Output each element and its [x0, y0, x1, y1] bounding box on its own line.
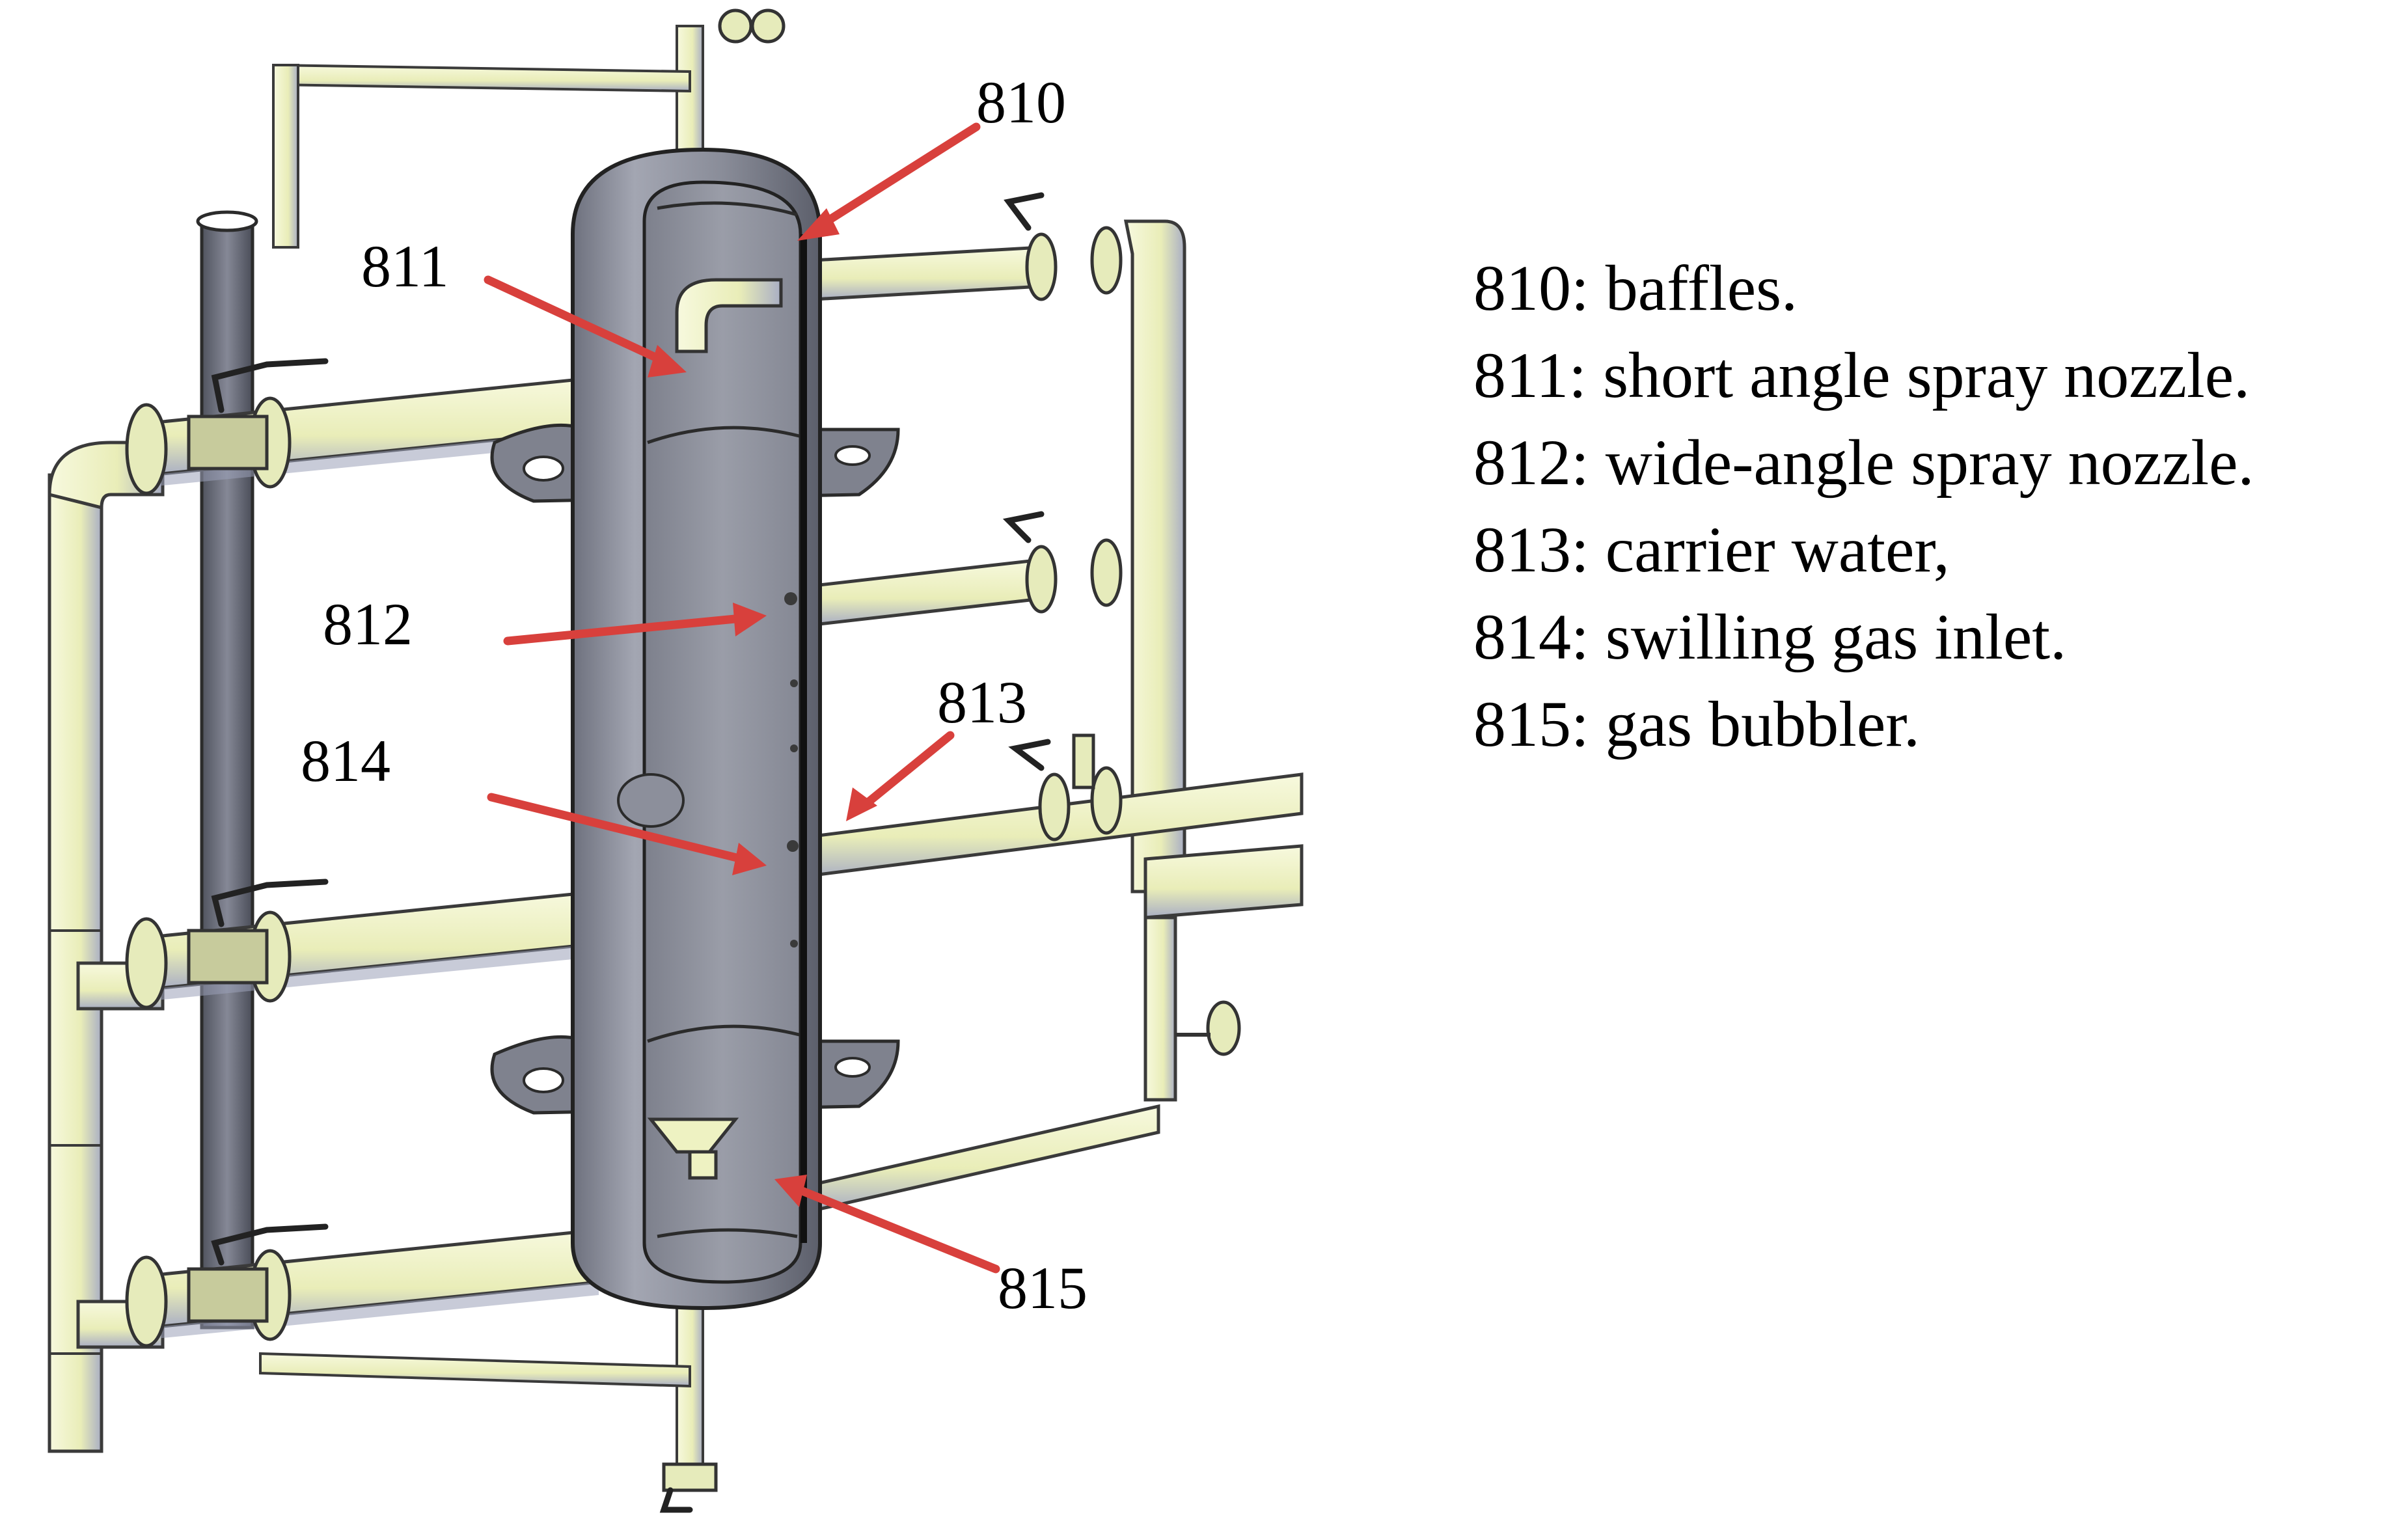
top-connecting-pipe: [272, 8, 786, 249]
arrow-814: [487, 793, 767, 875]
left-valves: [125, 358, 329, 1348]
legend-item-814: 814: swilling gas inlet.: [1473, 601, 2067, 673]
callout-810: 810: [976, 69, 1066, 135]
legend-item-811: 811: short angle spray nozzle.: [1473, 339, 2251, 411]
right-pipes: [786, 192, 1304, 1213]
arrow-810: [797, 122, 981, 241]
vessel: [490, 147, 900, 1311]
callout-arrows: [484, 122, 1000, 1274]
bottom-connecting-pipe: [259, 1294, 718, 1513]
dark-standpipe: [196, 210, 258, 1330]
arrow-811: [484, 275, 687, 377]
callout-815: 815: [998, 1255, 1088, 1321]
callout-812: 812: [323, 591, 413, 657]
legend-item-815: 815: gas bubbler.: [1473, 688, 1921, 760]
callout-811: 811: [361, 233, 449, 299]
arrow-812: [503, 603, 767, 646]
callout-813: 813: [937, 669, 1027, 735]
legend-item-812: 812: wide-angle spray nozzle.: [1473, 426, 2254, 498]
callout-814: 814: [301, 728, 390, 794]
arrow-815: [774, 1175, 1000, 1274]
legend-item-810: 810: baffles.: [1473, 252, 1798, 324]
legend-item-813: 813: carrier water,: [1473, 513, 1950, 586]
arrow-813: [846, 731, 955, 821]
